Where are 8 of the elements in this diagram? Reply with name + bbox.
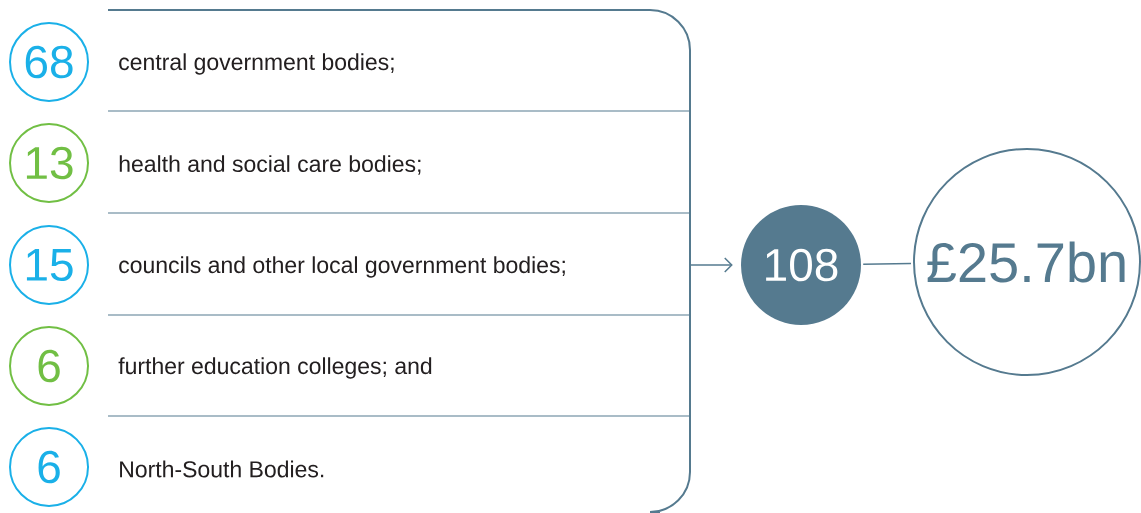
arrow	[689, 257, 733, 273]
row-label: health and social care bodies;	[119, 155, 421, 175]
row-label: councils and other local government bodies;	[119, 256, 565, 278]
row-label: North-South Bodies.	[120, 460, 324, 478]
row-label: further education colleges; and	[118, 357, 432, 379]
row-label: central government bodies;	[119, 53, 394, 75]
bracket-box	[107, 9, 691, 513]
connector-line	[862, 262, 912, 265]
